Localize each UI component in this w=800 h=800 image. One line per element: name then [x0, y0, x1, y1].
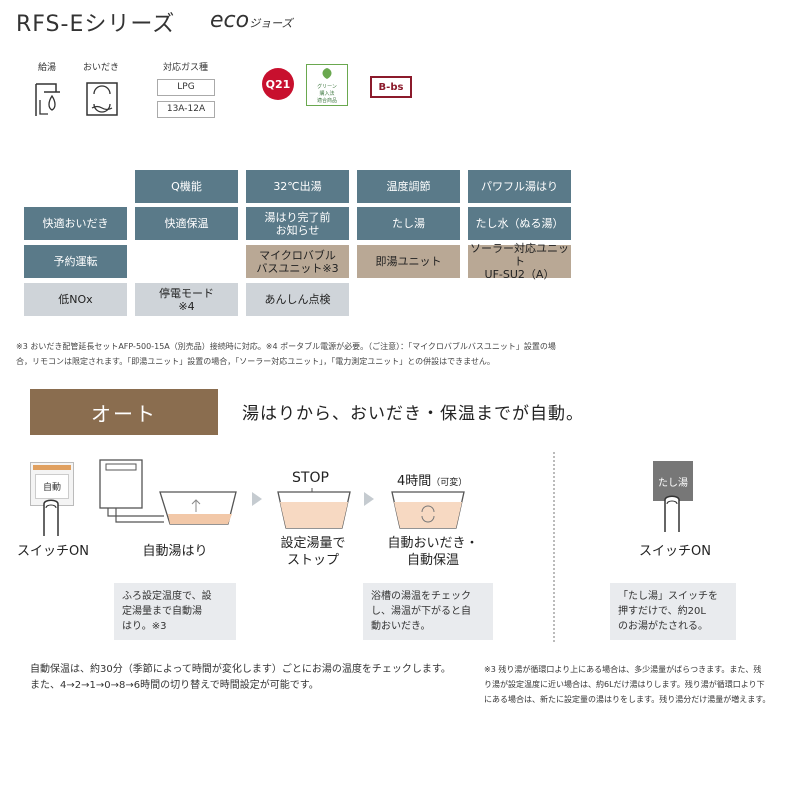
- yoyaku-button: 予約運転: [24, 245, 127, 278]
- teiden-line1: 停電モード: [159, 286, 214, 300]
- q-kinou-button: Q機能: [135, 170, 238, 203]
- green-purchase-badge: グリーン 購入法 適合商品: [306, 64, 348, 106]
- teiden-button: 停電モード ※4: [135, 283, 238, 316]
- stop-caption-line2: ストップ: [286, 553, 339, 568]
- tashiyu-switch-key: たし湯: [653, 461, 693, 501]
- switch-on-caption: スイッチON: [17, 544, 89, 559]
- ondo-button: 温度調節: [357, 170, 460, 203]
- eco-jozu-logo: ecoジョーズ: [210, 8, 293, 33]
- anshin-button: あんしん点検: [246, 283, 349, 316]
- auto-label: オート: [30, 389, 218, 435]
- oidaki-note-line1: 浴槽の湯温をチェック: [371, 591, 471, 602]
- yuhari-note-line3: はり。※3: [122, 621, 167, 632]
- leaf-icon: [322, 68, 332, 79]
- micro-line2: バスユニット※3: [256, 261, 339, 275]
- micro-bubble-button: マイクロバブル バスユニット※3: [246, 245, 349, 278]
- stop-caption-line1: 設定湯量で: [280, 536, 346, 551]
- stop-caption: 設定湯量で ストップ: [268, 535, 358, 569]
- green-badge-line2: 購入法: [319, 91, 335, 97]
- hours-note: （可変）: [431, 478, 468, 488]
- yuhari-kanryo-button: 湯はり完了前 お知らせ: [246, 207, 349, 240]
- gas-type-13a: 13A-12A: [157, 101, 215, 118]
- q21-badge: Q21: [262, 68, 294, 100]
- bottom-left-line1: 自動保温は、約30分（季節によって時間が変化します）ごとにお湯の温度をチェックし…: [30, 664, 451, 675]
- finger-icon-2: [664, 495, 680, 532]
- arrow-right-icon-2: [364, 492, 374, 506]
- bottom-left-note: 自動保温は、約30分（季節によって時間が変化します）ごとにお湯の温度をチェックし…: [30, 662, 460, 694]
- footnote-line2: 合，リモコンは限定されます。「即湯ユニット」設置の場合，「ソーラー対応ユニット」…: [16, 357, 495, 366]
- yuhari-note-line2: 定湯量まで自動湯: [122, 606, 202, 617]
- oidaki-icon: [84, 80, 120, 116]
- auto-switch-key: 自動: [35, 474, 69, 499]
- oidaki-note-line2: し、湯温が下がると自: [371, 606, 471, 617]
- teiden-line2: ※4: [178, 299, 195, 313]
- oidaki-caption: 自動おいだき・ 自動保温: [378, 535, 488, 569]
- oidaki-caption-line1: 自動おいだき・: [387, 536, 479, 551]
- stop-label: STOP: [292, 470, 329, 486]
- hours-label: 4時間（可変）: [397, 470, 467, 489]
- green-badge-line1: グリーン: [317, 84, 337, 90]
- nox-button: 低NOx: [24, 283, 127, 316]
- tashiyu-switch-caption: スイッチON: [639, 544, 711, 559]
- page-title: RFS-Eシリーズ: [16, 12, 176, 37]
- switch-indicator: [33, 465, 71, 470]
- hours-value: 4時間: [397, 474, 432, 489]
- solar-button: ソーラー対応ユニット UF-SU2（A）: [468, 242, 571, 281]
- oidaki-label: おいだき: [83, 63, 120, 73]
- solar-line1: ソーラー対応ユニット: [470, 242, 569, 268]
- oidaki-caption-line2: 自動保温: [406, 553, 459, 568]
- bottom-left-line2: また、4→2→1→0→8→6時間の切り替えで時間設定が可能です。: [30, 680, 319, 691]
- section-divider: [553, 452, 555, 642]
- yuhari-note: ふろ設定温度で、設 定湯量まで自動湯 はり。※3: [114, 583, 236, 640]
- auto-fill-caption: 自動湯はり: [142, 544, 208, 559]
- kyuto-icon: [30, 80, 66, 116]
- gas-type-lpg: LPG: [157, 79, 215, 96]
- solar-line2: UF-SU2（A）: [484, 268, 555, 281]
- kaiteki-hoon-button: 快適保温: [135, 207, 238, 240]
- bottom-right-line3: にある場合は、新たに設定量の湯はりをします。残り湯分だけ湯量が増えます。: [484, 695, 771, 704]
- oidaki-note-line3: 動おいだき。: [371, 621, 431, 632]
- bbs-text: B-bs: [378, 81, 404, 93]
- oidaki-bath-illustration: [391, 491, 465, 529]
- micro-line1: マイクロバブル: [259, 248, 336, 262]
- kyuto-label: 給湯: [38, 63, 57, 73]
- 32c-button: 32℃出湯: [246, 170, 349, 203]
- stop-bath-illustration: [277, 488, 351, 529]
- tashiyu-note: 「たし湯」スイッチを 押すだけで、約20L のお湯がたされる。: [610, 583, 736, 640]
- bottom-right-note: ※3 残り湯が循環口より上にある場合は、多少湯量がばらつきます。また、残 り湯が…: [484, 662, 796, 707]
- sokuyu-button: 即湯ユニット: [357, 245, 460, 278]
- powerful-button: パワフル湯はり: [468, 170, 571, 203]
- auto-tagline: 湯はりから、おいだき・保温までが自動。: [242, 404, 584, 424]
- bottom-right-line1: ※3 残り湯が循環口より上にある場合は、多少湯量がばらつきます。また、残: [484, 665, 762, 674]
- arrow-right-icon: [252, 492, 262, 506]
- tashiyu-note-line1: 「たし湯」スイッチを: [618, 591, 718, 602]
- eco-logo-suffix: ジョーズ: [249, 17, 293, 30]
- footnote-line1: ※3 おいだき配管延長セットAFP-500-15A（別売品）接続時に対応。※4 …: [16, 342, 556, 351]
- bottom-right-line2: り湯が設定温度に近い場合は、約6Lだけ湯はりします。残り湯が循環口より下: [484, 680, 765, 689]
- q21-text: Q21: [265, 77, 291, 91]
- yuhari-note-line1: ふろ設定温度で、設: [122, 591, 212, 602]
- oidaki-note: 浴槽の湯温をチェック し、湯温が下がると自 動おいだき。: [363, 583, 493, 640]
- tashiyu-button: たし湯: [357, 207, 460, 240]
- finger-icon: [43, 499, 59, 536]
- yuhari-kanryo-line1: 湯はり完了前: [264, 210, 331, 224]
- eco-logo-text: eco: [210, 8, 250, 33]
- tashiyu-note-line2: 押すだけで、約20L: [618, 606, 706, 617]
- tashiyu-note-line3: のお湯がたされる。: [618, 621, 708, 632]
- green-badge-line3: 適合商品: [316, 98, 337, 104]
- auto-switch-panel: 自動: [30, 462, 74, 506]
- tashimizu-button: たし水（ぬる湯）: [468, 207, 571, 240]
- gas-type-label: 対応ガス種: [163, 63, 209, 73]
- bbs-badge: B-bs: [370, 76, 412, 98]
- kaiteki-oidaki-button: 快適おいだき: [24, 207, 127, 240]
- footnote: ※3 おいだき配管延長セットAFP-500-15A（別売品）接続時に対応。※4 …: [16, 339, 796, 369]
- auto-fill-illustration: [99, 459, 237, 525]
- yuhari-kanryo-line2: お知らせ: [275, 223, 320, 237]
